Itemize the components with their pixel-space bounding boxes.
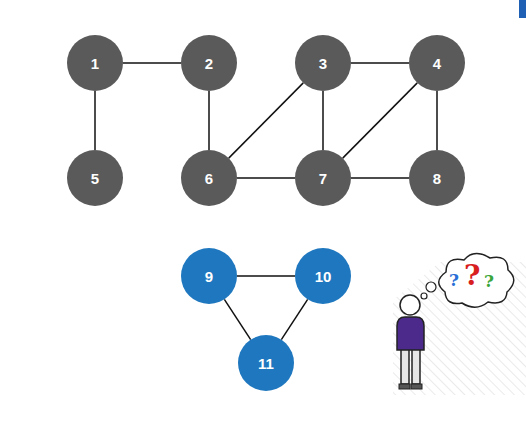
graph-edge <box>343 83 418 158</box>
node-circle-shape <box>238 335 294 391</box>
node-circle-shape <box>181 248 237 304</box>
graph-edge <box>351 177 409 179</box>
graph-node: 3 <box>295 35 351 91</box>
graph-edge <box>281 299 307 339</box>
node-label: 4 <box>433 55 441 72</box>
question-mark: ? <box>484 273 494 290</box>
thought-dot <box>421 293 427 299</box>
node-circle-shape <box>409 35 465 91</box>
node-label: 5 <box>91 170 99 187</box>
graph-node: 2 <box>181 35 237 91</box>
graph-edge <box>123 62 181 64</box>
graph-edge <box>322 91 324 150</box>
graph-edge <box>351 62 409 64</box>
graph-edge <box>229 83 304 158</box>
question-mark: ? <box>464 262 480 290</box>
node-label: 11 <box>258 355 274 372</box>
node-circle-shape <box>295 150 351 206</box>
graph-node: 4 <box>409 35 465 91</box>
confused-person-illustration <box>393 253 526 395</box>
question-mark: ? <box>449 272 459 289</box>
node-circle-shape <box>295 248 351 304</box>
node-label: 6 <box>205 170 213 187</box>
graph-node: 6 <box>181 150 237 206</box>
person-leg <box>401 348 409 384</box>
graph-edge <box>94 91 96 150</box>
node-circle-shape <box>181 35 237 91</box>
graph-node: 10 <box>295 248 351 304</box>
node-label: 10 <box>315 268 332 285</box>
person-head <box>400 295 420 315</box>
person-shoe <box>411 384 422 389</box>
thought-bubble <box>439 253 514 307</box>
node-label: 2 <box>205 55 213 72</box>
node-label: 8 <box>433 170 441 187</box>
graph-node: 11 <box>238 335 294 391</box>
node-circle-shape <box>181 150 237 206</box>
graph-node: 5 <box>67 150 123 206</box>
graph-node: 9 <box>181 248 237 304</box>
person-body <box>397 317 424 350</box>
graph-edge <box>436 91 438 150</box>
corner-mark <box>519 0 526 18</box>
node-circle-shape <box>295 35 351 91</box>
node-label: 3 <box>319 55 327 72</box>
node-circle-shape <box>67 35 123 91</box>
thought-dot <box>426 282 436 292</box>
person-shoe <box>399 384 410 389</box>
node-label: 7 <box>319 170 327 187</box>
person-leg <box>412 348 420 384</box>
node-label: 1 <box>91 55 99 72</box>
graph-node: 8 <box>409 150 465 206</box>
graph-edge <box>237 177 295 179</box>
graph-edge <box>224 299 250 339</box>
graph-node: 7 <box>295 150 351 206</box>
graph-edge <box>237 275 295 277</box>
node-circle-shape <box>67 150 123 206</box>
node-label: 9 <box>205 268 213 285</box>
graph-node: 1 <box>67 35 123 91</box>
graph-edge <box>208 91 210 150</box>
node-circle-shape <box>409 150 465 206</box>
